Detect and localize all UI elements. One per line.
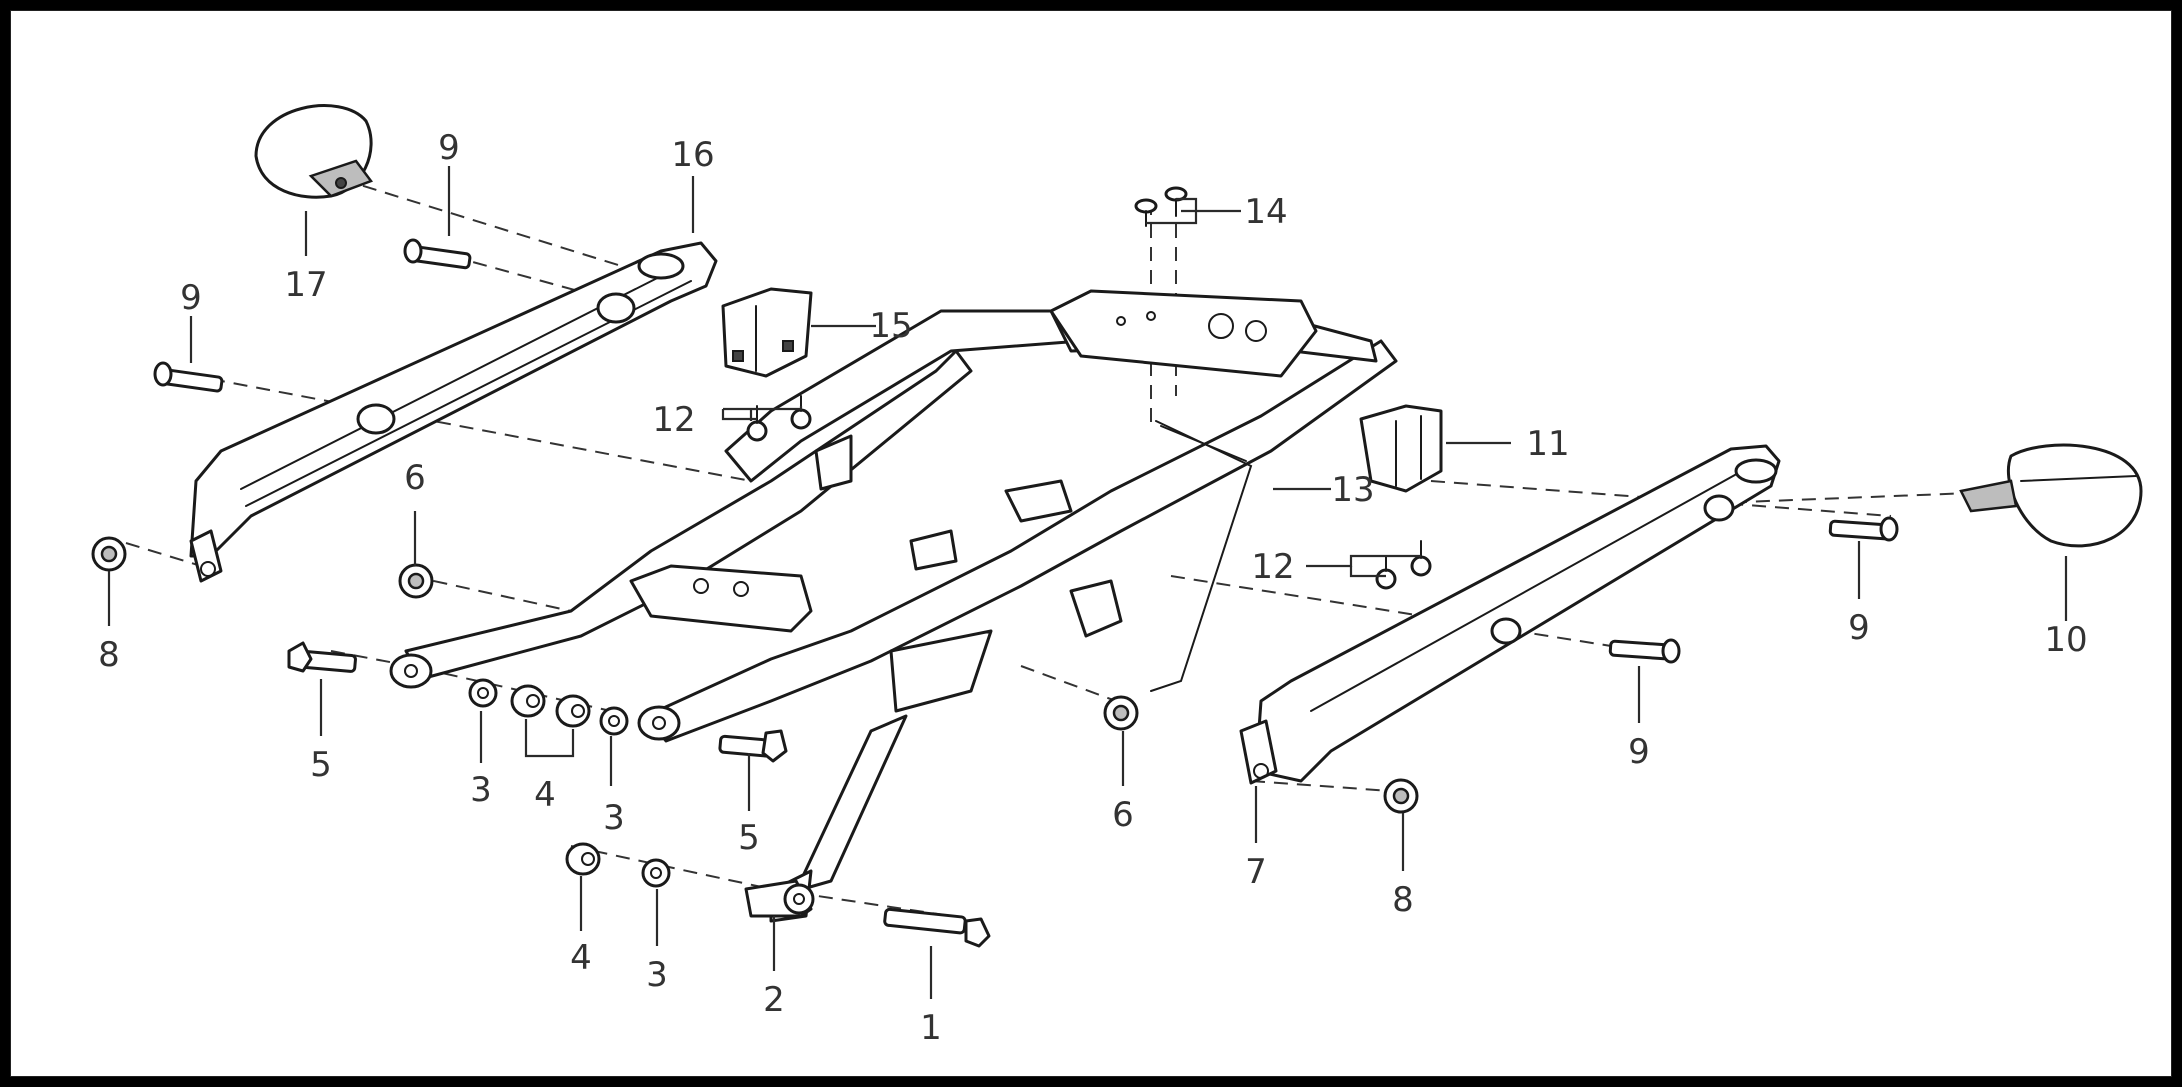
callout-8-right: 8	[1392, 880, 1414, 920]
callout-6-right: 6	[1112, 795, 1134, 835]
callout-5-left: 5	[310, 745, 332, 785]
callout-14: 14	[1244, 192, 1287, 232]
callout-6-left: 6	[404, 458, 426, 498]
part-12-screws	[746, 395, 1432, 590]
part-17-left-end-cap	[254, 104, 374, 199]
callout-8-left: 8	[98, 635, 120, 675]
part-9-bolts	[153, 238, 1899, 664]
part-14-screws	[1134, 186, 1188, 227]
part-7-right-side-arm	[1239, 444, 1781, 785]
callout-9-top: 9	[438, 128, 460, 168]
part-15-bracket	[721, 287, 813, 378]
callout-3-bottom: 3	[646, 955, 668, 995]
part-2-spacer	[744, 879, 815, 918]
callout-4-upper: 4	[534, 775, 556, 815]
callout-labels: 1 2 3 3 3 4 4 5 5 6 6 7 8 8 9 9 9 9 10 1…	[98, 128, 2087, 1048]
callout-3-left: 3	[470, 770, 492, 810]
callout-3-middle: 3	[603, 798, 625, 838]
callout-4-lower: 4	[570, 938, 592, 978]
callout-9-right: 9	[1848, 608, 1870, 648]
callout-11: 11	[1526, 424, 1569, 464]
part-3-4-bushings	[468, 678, 671, 888]
part-8-washers	[91, 536, 1419, 814]
part-10-right-end-cap	[1959, 443, 2143, 548]
callout-10: 10	[2044, 620, 2087, 660]
part-1-bolt	[883, 907, 991, 948]
part-11-bracket	[1359, 404, 1443, 493]
exploded-parts-diagram: 1 2 3 3 3 4 4 5 5 6 6 7 8 8 9 9 9 9 10 1…	[91, 104, 2143, 1048]
callout-9-lower-right: 9	[1628, 732, 1650, 772]
callout-9-left: 9	[180, 278, 202, 318]
callout-5-right: 5	[738, 818, 760, 858]
subframe-assembly	[389, 289, 1398, 923]
callout-7: 7	[1245, 852, 1267, 892]
callout-13: 13	[1331, 470, 1374, 510]
part-5-bolts	[287, 641, 788, 763]
callout-17: 17	[284, 265, 327, 305]
callout-12-upper: 12	[652, 400, 695, 440]
callout-16: 16	[671, 135, 714, 175]
part-13-wire-bracket	[1160, 425, 1247, 462]
callout-2: 2	[763, 980, 785, 1020]
leader-lines	[107, 166, 2068, 999]
diagram-frame: 1 2 3 3 3 4 4 5 5 6 6 7 8 8 9 9 9 9 10 1…	[10, 10, 2172, 1077]
callout-12-lower: 12	[1251, 547, 1294, 587]
callout-15: 15	[869, 306, 912, 346]
part-6-washers	[398, 563, 1139, 731]
part-16-left-side-arm	[189, 241, 718, 583]
callout-1: 1	[920, 1008, 942, 1048]
